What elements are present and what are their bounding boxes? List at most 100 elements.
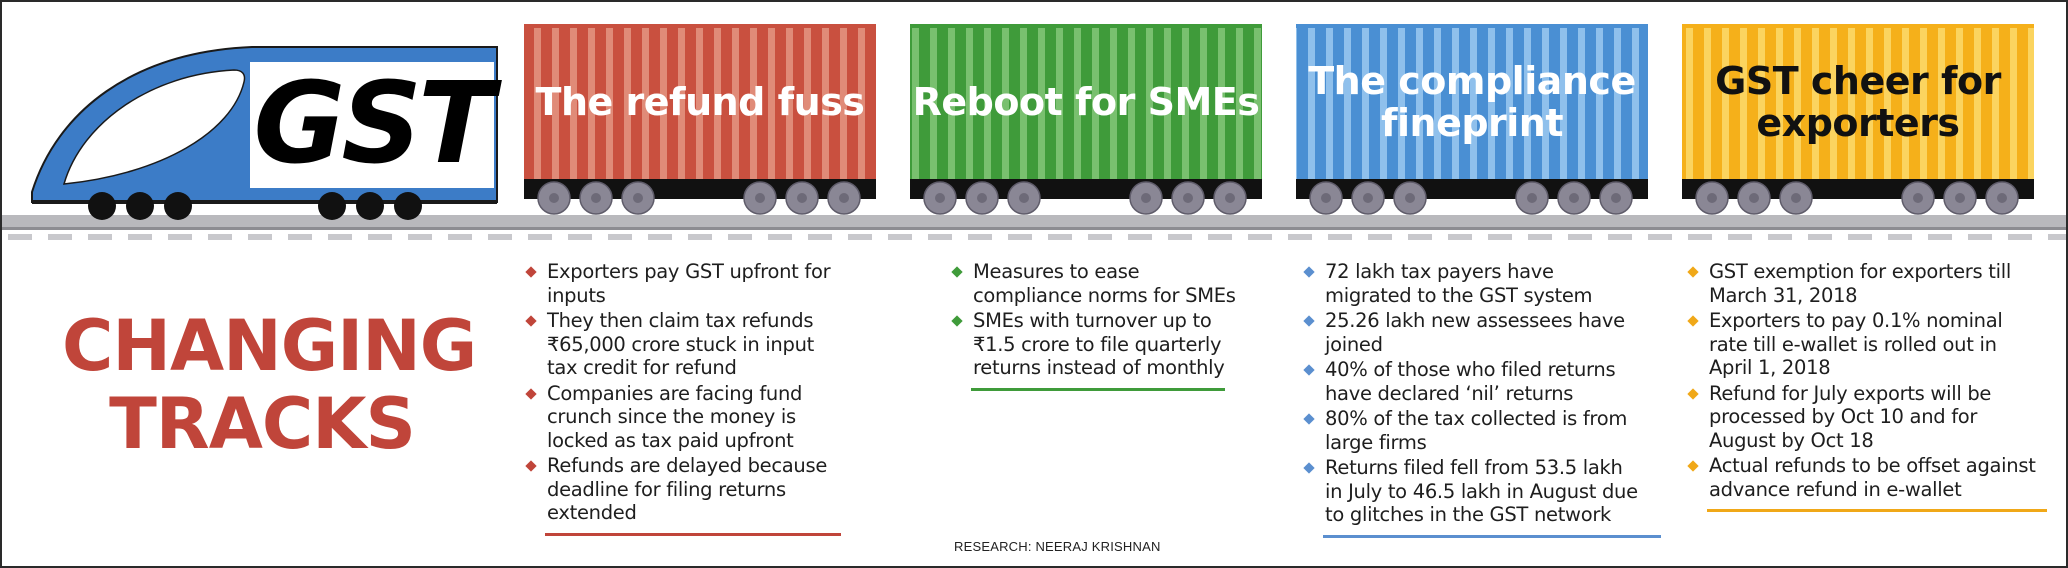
loco-wheel bbox=[126, 192, 154, 220]
diamond-bullet-icon bbox=[1303, 413, 1315, 425]
diamond-bullet-icon bbox=[525, 460, 537, 472]
locomotive-label: GST bbox=[253, 59, 495, 189]
wagon-2-title: Reboot for SMEs bbox=[910, 32, 1262, 172]
sleeper bbox=[888, 234, 912, 240]
list-item-text: 25.26 lakh new assessees have joined bbox=[1325, 309, 1625, 356]
wagon-wheel-hub bbox=[1321, 193, 1331, 203]
sleeper bbox=[48, 234, 72, 240]
diamond-bullet-icon bbox=[525, 315, 537, 327]
wagon-roof bbox=[524, 24, 876, 28]
list-item: 72 lakh tax payers have migrated to the … bbox=[1303, 260, 1643, 307]
list-item: They then claim tax refunds ₹65,000 cror… bbox=[525, 309, 835, 380]
sleeper bbox=[1648, 234, 1672, 240]
sleeper bbox=[1608, 234, 1632, 240]
sleeper bbox=[208, 234, 232, 240]
sleeper bbox=[1208, 234, 1232, 240]
list-item-text: Actual refunds to be offset against adva… bbox=[1709, 454, 2036, 501]
sleeper bbox=[288, 234, 312, 240]
locomotive-window bbox=[62, 69, 246, 185]
sleeper bbox=[608, 234, 632, 240]
wagon-title-line: The refund fuss bbox=[535, 80, 865, 124]
sleeper bbox=[1288, 234, 1312, 240]
list-item-text: Refunds are delayed because deadline for… bbox=[547, 454, 828, 524]
column-underline bbox=[1707, 509, 2047, 512]
loco-wheel bbox=[88, 192, 116, 220]
headline-line-2: TRACKS bbox=[109, 383, 416, 465]
train-scene bbox=[2, 24, 2066, 240]
list-item-text: 40% of those who filed returns have decl… bbox=[1325, 358, 1616, 405]
sleeper bbox=[1848, 234, 1872, 240]
sleeper bbox=[328, 234, 352, 240]
wagon-chassis bbox=[1296, 179, 1648, 199]
sleeper bbox=[1488, 234, 1512, 240]
wagon-title-line: Reboot for SMEs bbox=[912, 80, 1260, 124]
list-item: Returns filed fell from 53.5 lakh in Jul… bbox=[1303, 456, 1643, 527]
list-item: Companies are facing fund crunch since t… bbox=[525, 382, 835, 453]
diamond-bullet-icon bbox=[1303, 266, 1315, 278]
sleeper bbox=[1808, 234, 1832, 240]
wagon-wheel-hub bbox=[1405, 193, 1415, 203]
wagon-body bbox=[910, 24, 1262, 179]
column-3: 72 lakh tax payers have migrated to the … bbox=[1303, 260, 1661, 538]
sleeper bbox=[808, 234, 832, 240]
column-2: Measures to ease compliance norms for SM… bbox=[951, 260, 1241, 391]
list-item: Exporters pay GST upfront for inputs bbox=[525, 260, 835, 307]
list-item-text: Measures to ease compliance norms for SM… bbox=[973, 260, 1236, 307]
column-underline bbox=[1323, 534, 1661, 538]
wagon-wheel-hub bbox=[1611, 193, 1621, 203]
sleeper bbox=[1968, 234, 1992, 240]
sleeper bbox=[448, 234, 472, 240]
headline-line-1: CHANGING bbox=[62, 305, 477, 387]
locomotive bbox=[31, 46, 498, 220]
wagon-wheel-hub bbox=[1569, 193, 1579, 203]
wagon-wheel-hub bbox=[1019, 193, 1029, 203]
list-item: Refund for July exports will be processe… bbox=[1687, 382, 2037, 453]
sleeper bbox=[2048, 234, 2066, 240]
diamond-bullet-icon bbox=[1687, 266, 1699, 278]
sleeper bbox=[1328, 234, 1352, 240]
wagon-title-line: fineprint bbox=[1380, 101, 1564, 145]
locomotive-wheels bbox=[88, 192, 422, 220]
sleeper bbox=[1168, 234, 1192, 240]
list-item-text: Companies are facing fund crunch since t… bbox=[547, 381, 803, 452]
list-item: Refunds are delayed because deadline for… bbox=[525, 454, 835, 525]
sleeper bbox=[1568, 234, 1592, 240]
wagon-wheel-hub bbox=[935, 193, 945, 203]
wagon-body bbox=[524, 24, 876, 179]
loco-wheel bbox=[318, 192, 346, 220]
sleeper bbox=[128, 234, 152, 240]
locomotive-label-panel bbox=[250, 62, 494, 188]
list-item: Actual refunds to be offset against adva… bbox=[1687, 454, 2037, 501]
wagon-wheel-hub bbox=[1791, 193, 1801, 203]
sleeper bbox=[728, 234, 752, 240]
wagon-roof bbox=[910, 24, 1262, 28]
wagon-wheel-hub bbox=[633, 193, 643, 203]
sleeper bbox=[768, 234, 792, 240]
sleeper bbox=[368, 234, 392, 240]
sleeper bbox=[248, 234, 272, 240]
list-item: 25.26 lakh new assessees have joined bbox=[1303, 309, 1643, 356]
wagon-wheel-hub bbox=[839, 193, 849, 203]
wagon-roof bbox=[1682, 24, 2034, 28]
list-item-text: SMEs with turnover up to ₹1.5 crore to f… bbox=[973, 309, 1225, 379]
sleeper bbox=[1928, 234, 1952, 240]
wagon-chassis bbox=[910, 179, 1262, 199]
wagon-title-line: The compliance bbox=[1308, 59, 1636, 103]
wagon-title-line: GST cheer for bbox=[1715, 59, 2001, 103]
locomotive-chassis bbox=[32, 200, 497, 204]
column-4: GST exemption for exporters till March 3… bbox=[1687, 260, 2047, 512]
sleeper bbox=[88, 234, 112, 240]
wagon-wheel-hub bbox=[1183, 193, 1193, 203]
sleeper bbox=[568, 234, 592, 240]
wagon-wheel-hub bbox=[1955, 193, 1965, 203]
wagon-wheel-hub bbox=[591, 193, 601, 203]
wagon-wheel-hub bbox=[1527, 193, 1537, 203]
loco-wheel bbox=[164, 192, 192, 220]
wagons bbox=[524, 24, 2034, 215]
sleeper bbox=[1088, 234, 1112, 240]
list-item: SMEs with turnover up to ₹1.5 crore to f… bbox=[951, 309, 1241, 380]
sleeper bbox=[168, 234, 192, 240]
